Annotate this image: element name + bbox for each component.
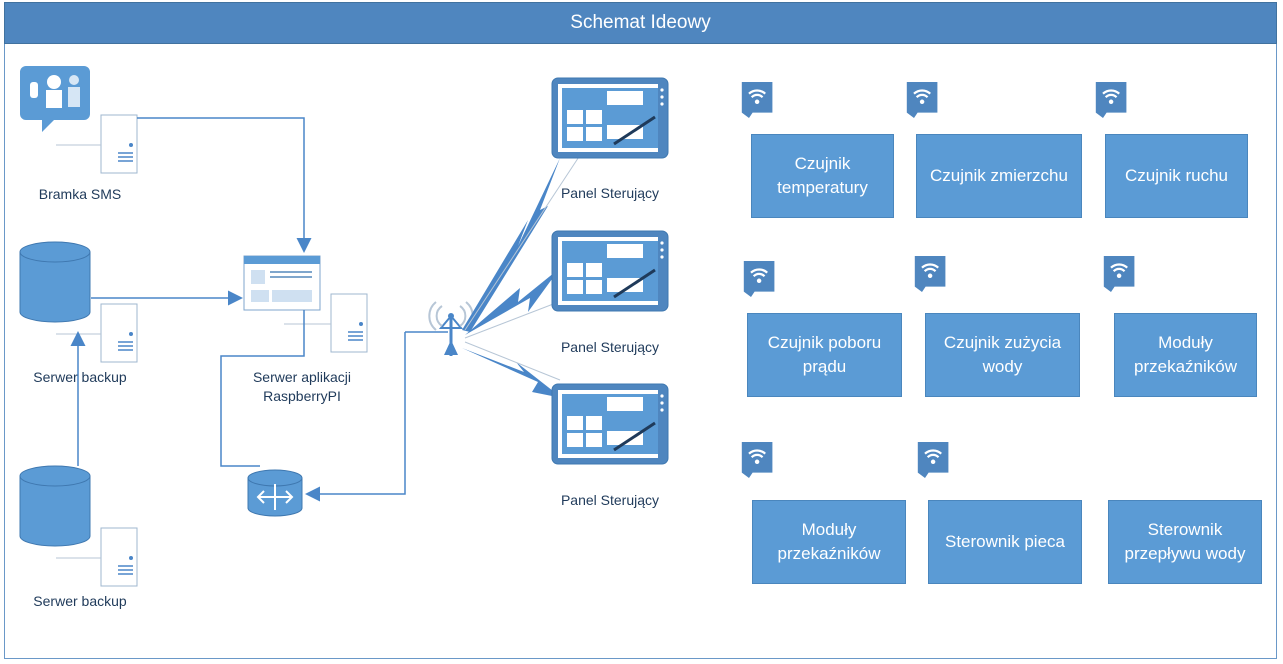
control-panel-2-icon [550,229,670,313]
backup2-database-icon [19,465,91,547]
app-server-icon [330,293,368,353]
panel2-label: Panel Sterujący [560,339,660,355]
antenna-icon [428,301,474,356]
backup2-label: Serwer backup [33,593,127,609]
device-relay-modules-2: Moduły przekaźników [752,500,906,584]
device-water-usage-sensor: Czujnik zużycia wody [925,313,1080,397]
wireless-link-2 [465,268,560,335]
app-window-icon [243,255,321,311]
backup1-server-icon [100,303,138,363]
wifi-icon [741,82,773,118]
device-furnace-controller: Sterownik pieca [928,500,1082,584]
device-power-sensor: Czujnik poboru prądu [747,313,902,397]
sms-gateway-icon [20,66,90,132]
wifi-icon [917,442,949,478]
wifi-icon [914,256,946,292]
device-motion-sensor: Czujnik ruchu [1105,134,1248,218]
backup2-server-icon [100,527,138,587]
app-server-label-line1: Serwer aplikacji [252,369,352,385]
wifi-icon [906,82,938,118]
backup1-label: Serwer backup [33,369,127,385]
device-dusk-sensor: Czujnik zmierzchu [916,134,1082,218]
device-relay-modules-1: Moduły przekaźników [1114,313,1257,397]
wireless-link-3 [462,348,562,398]
backup1-database-icon [19,241,91,323]
panel3-label: Panel Sterujący [560,492,660,508]
control-panel-1-icon [550,76,670,160]
device-water-flow-controller: Sterownik przepływu wody [1108,500,1262,584]
sms-gateway-label: Bramka SMS [38,186,122,202]
wifi-icon [743,261,775,297]
control-panel-3-icon [550,382,670,466]
device-temperature-sensor: Czujnik temperatury [751,134,894,218]
wifi-icon [1103,256,1135,292]
wifi-icon [1095,82,1127,118]
panel1-label: Panel Sterujący [560,185,660,201]
wireless-link-1 [462,158,560,332]
router-icon [247,469,303,517]
diagram-title: Schemat Ideowy [4,2,1277,44]
wifi-icon [741,442,773,478]
app-server-label-line2: RaspberryPI [263,388,341,404]
sms-server-icon [100,114,138,174]
